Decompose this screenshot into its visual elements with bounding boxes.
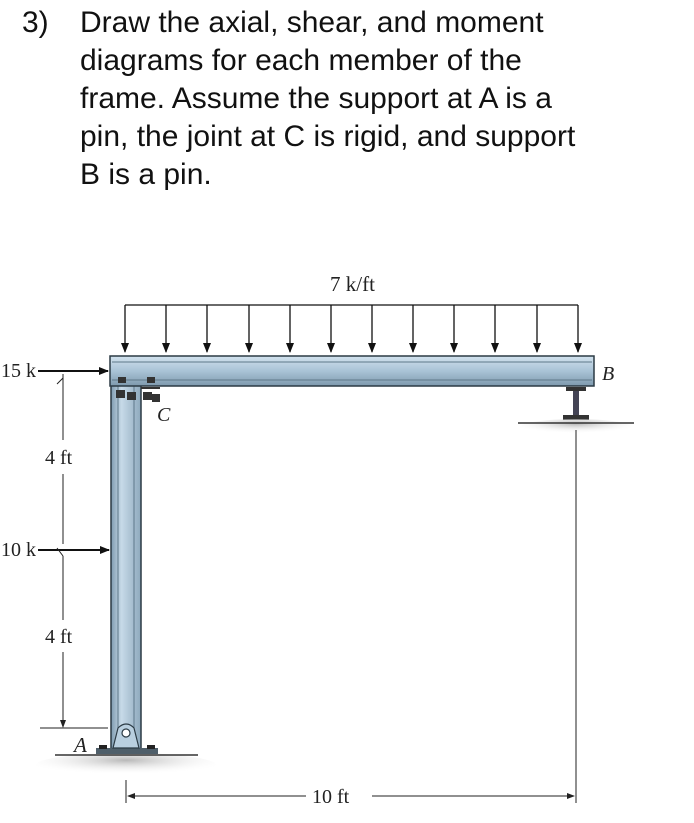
support-b-label: B [602, 363, 614, 385]
dimension-lower-label: 4 ft [45, 626, 73, 648]
problem-text: Draw the axial, shear, and moment diagra… [80, 4, 670, 194]
force-10k-label: 10 k [1, 539, 36, 561]
rigid-joint-c [116, 377, 160, 402]
problem-number: 3) [22, 6, 49, 39]
vertical-dimension [40, 374, 108, 729]
distributed-load-label: 7 k/ft [330, 272, 375, 296]
problem-line: B is a pin. [80, 158, 212, 191]
pin-support-b [518, 387, 634, 435]
joint-c-label: C [157, 404, 171, 426]
dimension-span-label: 10 ft [312, 786, 350, 808]
support-a-label: A [72, 733, 87, 757]
beam-member [109, 355, 595, 387]
distributed-load: 7 k/ft [121, 272, 582, 353]
problem-line: Draw the axial, shear, and moment [80, 6, 544, 39]
column-member [110, 383, 142, 751]
force-10k: 10 k [1, 539, 110, 561]
load-arrows [121, 305, 582, 353]
horizontal-dimension [125, 430, 577, 803]
problem-line: frame. Assume the support at A is a [80, 82, 552, 115]
problem-line: pin, the joint at C is rigid, and suppor… [80, 120, 576, 153]
force-15k: 15 k [1, 360, 109, 382]
force-15k-label: 15 k [1, 360, 36, 382]
pin-support-a [36, 723, 216, 777]
dimension-upper-label: 4 ft [45, 447, 73, 469]
problem-line: diagrams for each member of the [80, 44, 522, 77]
